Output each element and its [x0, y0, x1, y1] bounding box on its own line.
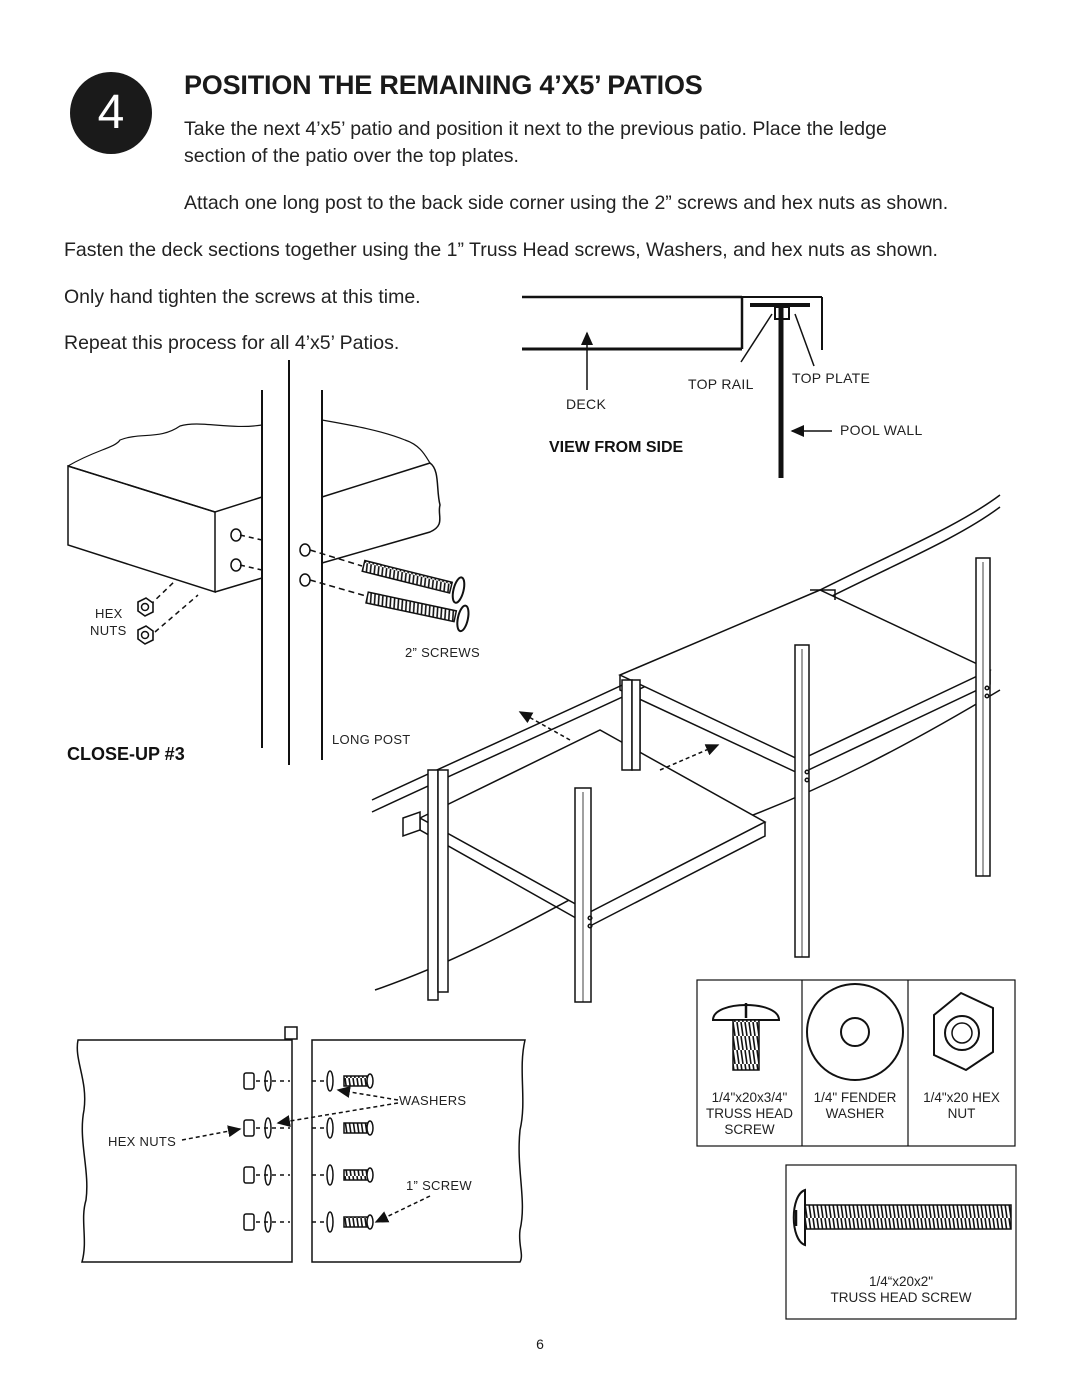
hardware-caption-line: NUT [947, 1106, 976, 1121]
instruction-paragraph-1: Take the next 4’x5’ patio and position i… [184, 116, 887, 170]
long-screw-legend-box [785, 1164, 1017, 1320]
instruction-line: Take the next 4’x5’ patio and position i… [184, 118, 887, 140]
hardware-caption-line: 1/4" FENDER [813, 1090, 897, 1105]
instruction-paragraph-2: Attach one long post to the back side co… [184, 192, 949, 214]
hex-nut-and-washer-row [243, 1070, 374, 1092]
washers-label: WASHERS [399, 1093, 467, 1108]
closeup-caption: CLOSE-UP #3 [67, 744, 185, 764]
side-view-caption: VIEW FROM SIDE [549, 439, 684, 456]
hardware-legend-box [696, 979, 1016, 1147]
deck-label: DECK [566, 396, 607, 412]
long-screw-caption: 1/4“x20x2" TRUSS HEAD SCREW [786, 1274, 1016, 1306]
page-number: 6 [536, 1336, 544, 1352]
hardware-caption-line: 1/4"x20x3/4" [711, 1090, 788, 1105]
hardware-caption-line: SCREW [724, 1122, 775, 1137]
fender-washer-caption: 1/4" FENDER WASHER [802, 1090, 908, 1122]
patio-assembly-drawing [371, 494, 1001, 1003]
instruction-paragraph-3: Fasten the deck sections together using … [64, 239, 938, 261]
hardware-caption-line: WASHER [825, 1106, 885, 1121]
two-inch-screws-label: 2” SCREWS [405, 645, 480, 660]
hardware-caption-line: 1/4"x20 HEX [923, 1090, 1000, 1105]
hex-label: HEX [95, 606, 123, 621]
instruction-paragraph-4: Only hand tighten the screws at this tim… [64, 286, 421, 308]
side-view-diagram [522, 295, 832, 478]
instruction-paragraph-5: Repeat this process for all 4’x5’ Patios… [64, 332, 400, 354]
step-number-badge: 4 [70, 72, 152, 154]
long-post-label: LONG POST [332, 732, 411, 747]
hex-nuts-label: HEX NUTS [108, 1134, 177, 1149]
closeup-diagram [67, 360, 470, 765]
hex-nut-caption: 1/4"x20 HEX NUT [908, 1090, 1015, 1122]
truss-head-screw-caption: 1/4"x20x3/4" TRUSS HEAD SCREW [697, 1090, 802, 1138]
instruction-line: section of the patio over the top plates… [184, 145, 519, 167]
long-screw-caption-line: 1/4“x20x2" [868, 1274, 934, 1289]
deck-fastening-diagram [76, 1026, 526, 1263]
hardware-caption-line: TRUSS HEAD [705, 1106, 793, 1121]
nuts-label: NUTS [90, 623, 127, 638]
pool-wall-label: POOL WALL [840, 422, 923, 438]
top-rail-label: TOP RAIL [688, 376, 754, 392]
one-inch-screw-label: 1” SCREW [406, 1178, 472, 1193]
step-title: POSITION THE REMAINING 4’X5’ PATIOS [184, 70, 703, 100]
long-screw-caption-line: TRUSS HEAD SCREW [830, 1290, 972, 1305]
top-plate-label: TOP PLATE [792, 370, 871, 386]
